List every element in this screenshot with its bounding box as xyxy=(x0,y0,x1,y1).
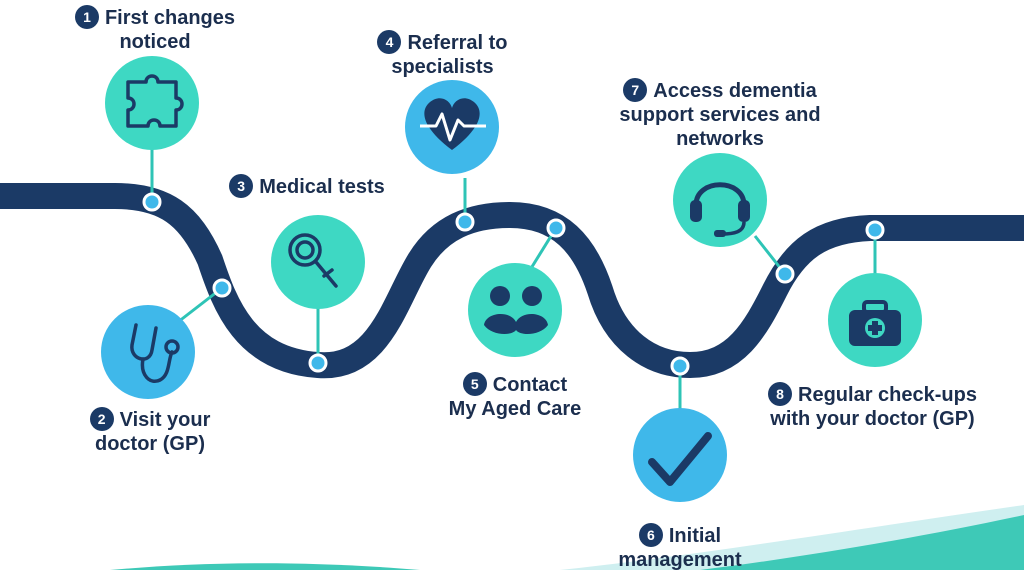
step-5-number: 5 xyxy=(462,372,487,396)
bottom-wave-teal xyxy=(700,515,1024,570)
step-5-line1: Contact xyxy=(492,374,568,396)
stethoscope-icon xyxy=(130,323,180,383)
step-6-line2: management xyxy=(618,549,742,571)
step-2-line1: Visit your xyxy=(119,409,211,431)
node-6-circle xyxy=(633,408,727,502)
step-8-number: 8 xyxy=(768,382,793,406)
step-3-line1: Medical tests xyxy=(259,176,385,198)
bottom-wave-left xyxy=(110,563,420,570)
step-8-line1: Regular check-ups xyxy=(798,384,977,406)
node-5-circle xyxy=(468,263,562,357)
step-5-line2: My Aged Care xyxy=(448,398,582,420)
step-1-line2: noticed xyxy=(119,31,191,53)
puzzle-icon xyxy=(126,74,184,128)
magnifier-icon xyxy=(288,233,338,288)
node-1-circle xyxy=(105,56,199,150)
heartbeat-icon xyxy=(420,98,486,150)
step-1-line1: First changes xyxy=(104,7,236,29)
headset-icon xyxy=(690,182,750,237)
step-7-line3: networks xyxy=(676,128,764,150)
step-3-number: 3 xyxy=(229,174,254,198)
step-4-number: 4 xyxy=(377,30,402,54)
step-7-number: 7 xyxy=(623,78,648,102)
step-4-line1: Referral to xyxy=(407,32,508,54)
step-4-line2: specialists xyxy=(391,56,494,78)
step-6-number: 6 xyxy=(638,523,663,547)
step-7-line1: Access dementia xyxy=(653,80,817,102)
node-2-circle xyxy=(101,305,195,399)
step-2-number: 2 xyxy=(89,407,114,431)
checkmark-icon xyxy=(648,432,712,486)
step-6-line1: Initial xyxy=(668,525,722,547)
step-1-number: 1 xyxy=(74,5,99,29)
step-2-line2: doctor (GP) xyxy=(95,433,205,455)
connector-dots xyxy=(142,192,885,376)
medical-kit-icon xyxy=(849,300,901,346)
people-icon xyxy=(484,286,548,335)
step-7-line2: support services and xyxy=(619,104,821,126)
step-8-line2: with your doctor (GP) xyxy=(770,408,975,430)
